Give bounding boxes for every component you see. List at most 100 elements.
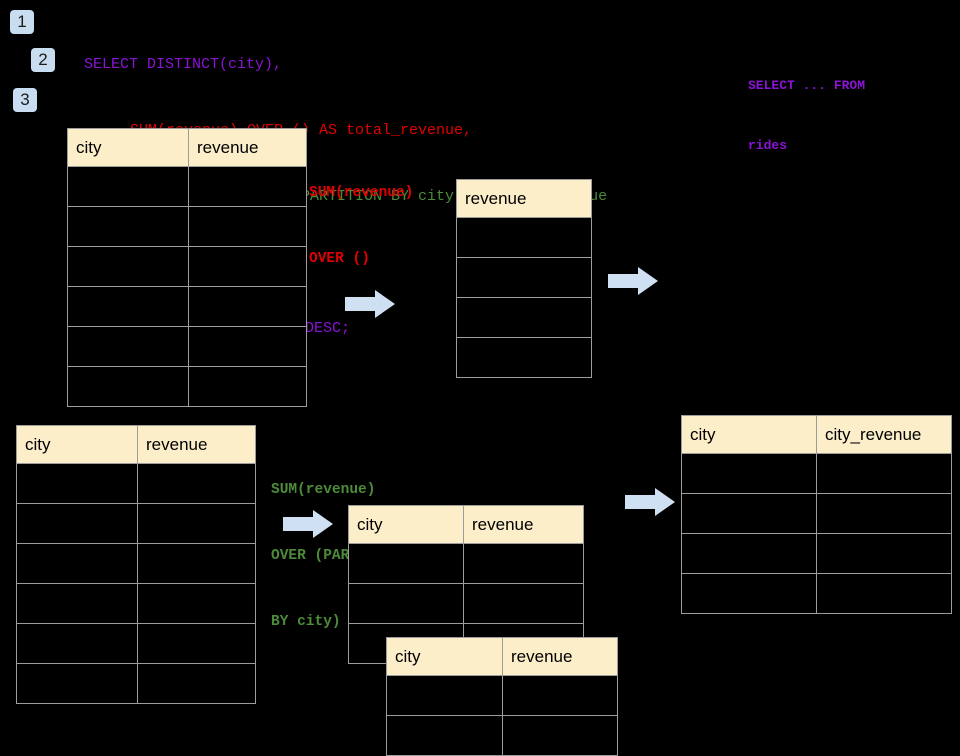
table-header-row: city revenue bbox=[67, 128, 307, 167]
table-cell bbox=[188, 246, 307, 287]
table-header-row: city city_revenue bbox=[681, 415, 952, 454]
table-header-row: city revenue bbox=[348, 505, 584, 544]
table-row bbox=[67, 286, 307, 327]
table-row bbox=[67, 326, 307, 367]
step-badge-1: 1 bbox=[10, 10, 34, 34]
callout-source-select: SELECT ... FROM rides bbox=[748, 36, 865, 196]
table-header-row: revenue bbox=[456, 179, 592, 218]
table-row bbox=[16, 583, 256, 624]
column-header-city: city bbox=[348, 505, 464, 544]
table-header-row: city revenue bbox=[386, 637, 618, 676]
table-cell bbox=[67, 166, 189, 207]
callout-source-select-line2: rides bbox=[748, 138, 788, 153]
arrow-total-to-result-icon bbox=[608, 267, 658, 295]
table-cell bbox=[16, 663, 138, 704]
table-cell bbox=[137, 543, 256, 584]
table-cell bbox=[463, 583, 584, 624]
table-cell bbox=[386, 715, 503, 756]
table-cell bbox=[681, 573, 817, 614]
table-cell bbox=[67, 286, 189, 327]
table-rides-bottom: city revenue bbox=[16, 425, 256, 704]
table-cell bbox=[386, 675, 503, 716]
table-row bbox=[386, 715, 618, 756]
table-cell bbox=[16, 503, 138, 544]
column-header-city: city bbox=[16, 425, 138, 464]
table-row bbox=[67, 166, 307, 207]
callout-sum-over-partition-line1: SUM(revenue) bbox=[271, 482, 376, 498]
table-cell bbox=[681, 493, 817, 534]
table-cell bbox=[16, 463, 138, 504]
table-cell bbox=[348, 543, 464, 584]
column-header-city-revenue: city_revenue bbox=[816, 415, 952, 454]
table-row bbox=[67, 366, 307, 407]
table-cell bbox=[188, 166, 307, 207]
table-cell bbox=[188, 286, 307, 327]
column-header-city: city bbox=[67, 128, 189, 167]
table-row bbox=[386, 675, 618, 716]
table-row bbox=[681, 533, 952, 574]
table-cell bbox=[502, 675, 618, 716]
table-cell bbox=[67, 206, 189, 247]
table-row bbox=[67, 246, 307, 287]
table-cell bbox=[16, 543, 138, 584]
table-row bbox=[16, 463, 256, 504]
table-city-revenue-result: city city_revenue bbox=[681, 415, 952, 614]
table-cell bbox=[188, 326, 307, 367]
table-cell bbox=[137, 503, 256, 544]
column-header-revenue: revenue bbox=[188, 128, 307, 167]
table-row bbox=[681, 573, 952, 614]
table-partition-b: city revenue bbox=[386, 637, 618, 756]
table-row bbox=[681, 493, 952, 534]
table-row bbox=[348, 543, 584, 584]
table-row bbox=[16, 623, 256, 664]
table-row bbox=[16, 543, 256, 584]
table-cell bbox=[16, 623, 138, 664]
table-row bbox=[67, 206, 307, 247]
column-header-revenue: revenue bbox=[137, 425, 256, 464]
arrow-rides-to-partition-icon bbox=[283, 510, 333, 538]
table-cell bbox=[137, 623, 256, 664]
table-row bbox=[348, 583, 584, 624]
table-cell bbox=[816, 573, 952, 614]
table-cell bbox=[816, 453, 952, 494]
callout-source-select-line1: SELECT ... FROM bbox=[748, 78, 866, 93]
table-cell bbox=[456, 297, 592, 338]
table-cell bbox=[67, 246, 189, 287]
table-cell bbox=[456, 337, 592, 378]
table-cell bbox=[456, 257, 592, 298]
callout-sum-over-partition-line3: BY city) bbox=[271, 614, 341, 630]
table-cell bbox=[816, 493, 952, 534]
table-cell bbox=[16, 583, 138, 624]
table-header-row: city revenue bbox=[16, 425, 256, 464]
table-row bbox=[16, 503, 256, 544]
callout-sum-over-partition: SUM(revenue) OVER (PARTITION BY city) bbox=[271, 435, 402, 677]
table-cell bbox=[67, 326, 189, 367]
sql-line-select: SELECT DISTINCT(city), bbox=[84, 56, 283, 73]
table-cell bbox=[348, 583, 464, 624]
arrow-partition-to-result-icon bbox=[625, 488, 675, 516]
table-cell bbox=[188, 206, 307, 247]
column-header-city: city bbox=[386, 637, 503, 676]
step-badge-2: 2 bbox=[31, 48, 55, 72]
table-cell bbox=[456, 217, 592, 258]
table-cell bbox=[137, 583, 256, 624]
table-total-revenue: revenue bbox=[456, 179, 592, 378]
column-header-revenue: revenue bbox=[463, 505, 584, 544]
column-header-revenue: revenue bbox=[502, 637, 618, 676]
table-cell bbox=[816, 533, 952, 574]
step-badge-3: 3 bbox=[13, 88, 37, 112]
callout-sum-over-empty-line1: SUM(revenue) bbox=[309, 185, 414, 201]
callout-sum-over-empty: SUM(revenue) OVER () bbox=[309, 138, 413, 314]
table-cell bbox=[502, 715, 618, 756]
column-header-city: city bbox=[681, 415, 817, 454]
table-cell bbox=[67, 366, 189, 407]
table-row bbox=[456, 217, 592, 258]
table-row bbox=[681, 453, 952, 494]
column-header-revenue: revenue bbox=[456, 179, 592, 218]
table-row bbox=[456, 257, 592, 298]
diagram-canvas: 1 2 3 SELECT DISTINCT(city), SUM(revenue… bbox=[10, 10, 952, 756]
table-cell bbox=[137, 463, 256, 504]
callout-sum-over-empty-line2: OVER () bbox=[309, 251, 370, 267]
table-cell bbox=[137, 663, 256, 704]
table-cell bbox=[681, 533, 817, 574]
